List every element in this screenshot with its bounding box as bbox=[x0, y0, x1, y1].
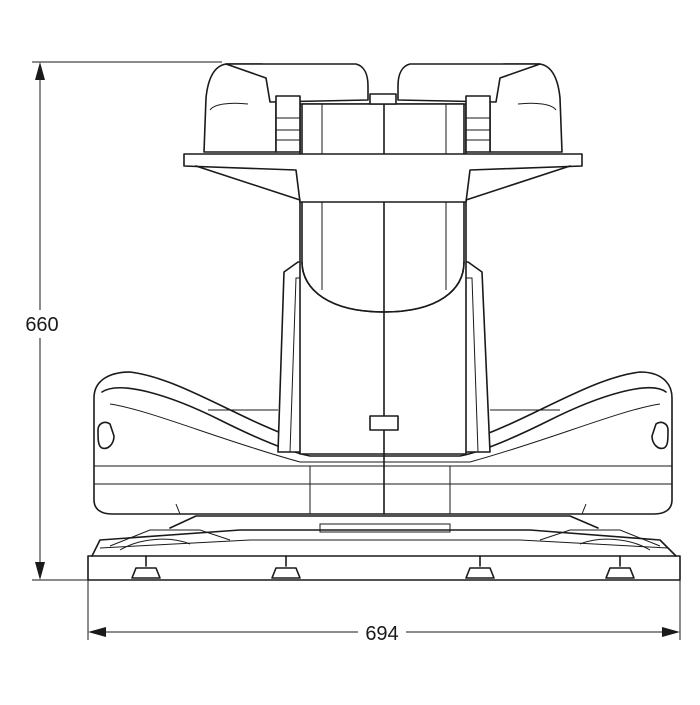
leveling-foot-3 bbox=[465, 555, 495, 579]
width-label: 694 bbox=[365, 623, 398, 645]
base-left-bracket bbox=[109, 529, 231, 547]
column-front-cover bbox=[301, 103, 465, 313]
base-right-cable-curve bbox=[579, 538, 651, 551]
left-grip bbox=[203, 63, 369, 153]
right-grip-mount bbox=[465, 95, 491, 153]
width-dimension: 694 bbox=[87, 556, 681, 645]
right-grip bbox=[397, 63, 563, 153]
handlebar-crossbar bbox=[183, 153, 583, 203]
left-grip-mount bbox=[275, 95, 301, 153]
leveling-feet bbox=[131, 555, 635, 579]
height-top-arrowhead bbox=[35, 62, 45, 80]
handlebar-assembly bbox=[183, 63, 583, 203]
base-left-cable-curve bbox=[119, 538, 191, 551]
base-center-slot bbox=[319, 523, 451, 533]
height-label: 660 bbox=[25, 314, 58, 336]
handlebar-left-strut bbox=[195, 165, 301, 201]
right-grip-top-cap bbox=[397, 63, 541, 103]
leveling-foot-1 bbox=[131, 555, 161, 579]
base-plate bbox=[87, 555, 681, 581]
left-grip-top-cap bbox=[225, 63, 369, 103]
base-platform bbox=[87, 515, 681, 581]
seat-right-light bbox=[651, 421, 669, 450]
width-right-arrowhead bbox=[662, 627, 680, 637]
base-upper-frame bbox=[91, 529, 677, 557]
base-right-bracket bbox=[539, 529, 661, 547]
seat-rim-groove bbox=[109, 403, 661, 463]
seat-left-tab bbox=[175, 503, 181, 515]
seat-left-light bbox=[97, 421, 115, 450]
leveling-foot-4 bbox=[605, 555, 635, 579]
handlebar-right-strut bbox=[465, 165, 571, 201]
base-top-rail bbox=[169, 515, 599, 529]
height-dimension: 660 bbox=[18, 61, 222, 581]
left-grip-contour bbox=[209, 102, 249, 111]
column-badge bbox=[369, 415, 399, 431]
leveling-foot-2 bbox=[271, 555, 301, 579]
height-bottom-arrowhead bbox=[35, 562, 45, 580]
width-label-background bbox=[358, 620, 406, 644]
seat-right-tab bbox=[581, 503, 587, 515]
width-left-arrowhead bbox=[88, 627, 106, 637]
height-label-background bbox=[18, 310, 66, 338]
base-frame-inner-line bbox=[99, 539, 669, 549]
right-grip-contour bbox=[517, 102, 557, 111]
seat-inner-rim bbox=[101, 386, 667, 457]
handlebar-center-hub bbox=[369, 93, 397, 105]
